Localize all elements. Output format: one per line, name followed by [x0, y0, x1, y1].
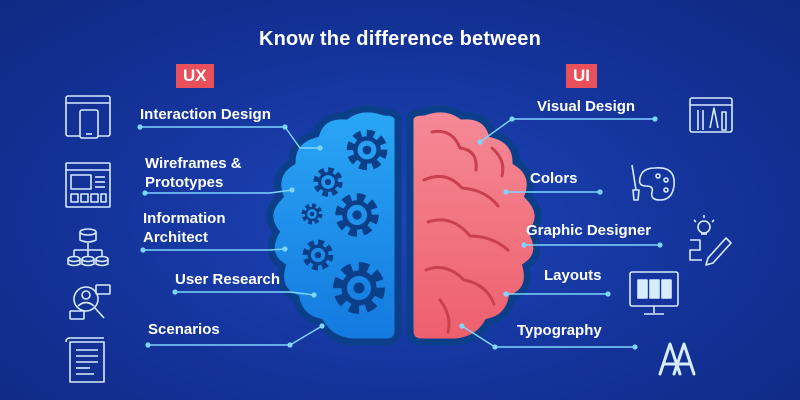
idea-pencil-icon — [689, 215, 732, 266]
ui-label-visual-design: Visual Design — [537, 98, 636, 115]
ui-label-layouts: Layouts — [544, 267, 602, 284]
wireframe-icon — [65, 162, 111, 208]
ux-tag: UX — [176, 64, 214, 88]
connector-interaction-design — [140, 126, 320, 149]
document-icon — [65, 337, 105, 383]
typography-icon — [658, 342, 696, 376]
ui-label-graphic-designer: Graphic Designer — [526, 222, 652, 239]
ux-label-wireframes: Wireframes & — [145, 155, 242, 172]
database-network-icon — [67, 228, 109, 267]
ui-tag: UI — [566, 64, 597, 88]
left-brain-ux — [266, 105, 402, 346]
ux-label-prototypes: Prototypes — [145, 174, 224, 191]
ux-label-information: Information — [143, 210, 226, 227]
design-tools-icon — [689, 97, 733, 133]
page-title: Know the difference between — [258, 28, 542, 50]
user-research-icon — [69, 284, 111, 320]
ui-label-typography: Typography — [517, 322, 602, 339]
connector-dots — [137, 116, 663, 350]
ux-label-interaction-design: Interaction Design — [140, 106, 271, 123]
right-brain-ui — [406, 105, 542, 346]
connector-user-research — [175, 291, 315, 296]
connector-information-architect — [143, 248, 286, 251]
devices-icon — [65, 95, 111, 139]
ui-label-colors: Colors — [530, 170, 578, 187]
connector-wireframes — [145, 189, 293, 194]
ux-label-scenarios: Scenarios — [148, 321, 220, 338]
ux-label-architect: Architect — [143, 229, 209, 246]
ux-label-user-research: User Research — [175, 271, 281, 288]
monitor-layout-icon — [629, 271, 679, 315]
palette-icon — [631, 164, 675, 201]
